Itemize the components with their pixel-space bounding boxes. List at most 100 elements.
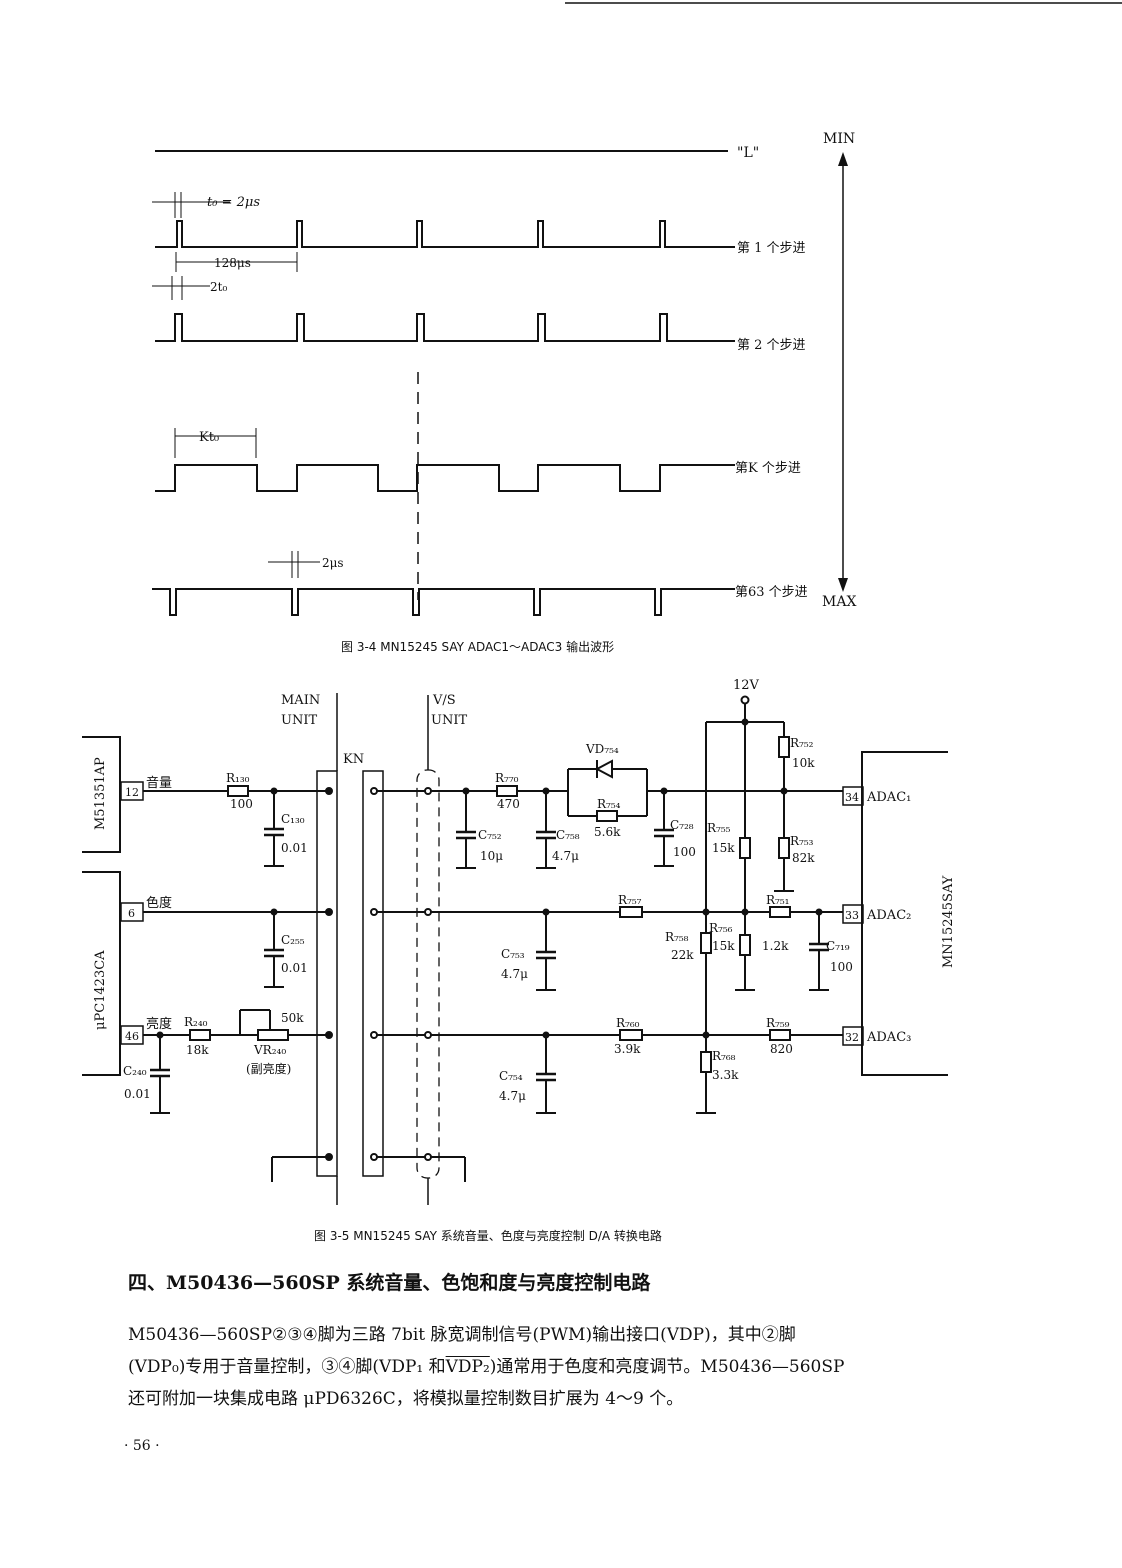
r760-value: 3.9k	[614, 1042, 641, 1056]
c130-value: 0.01	[281, 841, 308, 855]
label-step-k: 第K 个步进	[735, 461, 801, 476]
resistor-r752	[778, 736, 790, 758]
resistor-r759	[769, 1029, 791, 1041]
pin-33-box	[842, 904, 864, 924]
pin-12: 12	[125, 786, 139, 799]
label-kt0: Kt₀	[199, 430, 219, 445]
label-main: MAIN	[281, 693, 320, 708]
c752-value: 10μ	[480, 849, 503, 863]
body-text-line-2: (VDP₀)专用于音量控制，③④脚(VDP₁ 和VDP₂)通常用于色度和亮度调节…	[128, 1352, 844, 1377]
r752-value: 10k	[792, 756, 815, 770]
r759-value: 820	[770, 1042, 793, 1056]
c758-name: C₇₅₈	[556, 828, 580, 842]
pin-34-box	[842, 786, 864, 806]
c754-value: 4.7μ	[499, 1089, 526, 1103]
adac3-label: ADAC₃	[866, 1030, 911, 1045]
potentiometer-vr240	[257, 1029, 289, 1041]
c255-name: C₂₅₅	[281, 933, 305, 947]
connector-kn-left	[316, 770, 338, 1177]
ic-m51351ap-label: M51351AP	[93, 757, 108, 830]
vr240-value: 50k	[281, 1011, 304, 1025]
label-step-2: 第 2 个步进	[737, 338, 806, 353]
pin-32: 32	[845, 1031, 859, 1044]
c255-value: 0.01	[281, 961, 308, 975]
c753-name: C₇₅₃	[501, 947, 525, 961]
c758-value: 4.7μ	[552, 849, 579, 863]
waveform-step-2	[155, 313, 735, 342]
signal-brightness: 亮度	[146, 1016, 172, 1032]
ic-mn15245say-box	[861, 751, 948, 1076]
adac1-label: ADAC₁	[866, 790, 911, 805]
c130-name: C₁₃₀	[281, 812, 305, 826]
vdp2-overline: VDP₂	[445, 1357, 490, 1377]
r130-value: 100	[230, 797, 253, 811]
resistor-r768	[700, 1051, 712, 1073]
vr240-name: VR₂₄₀	[253, 1043, 286, 1057]
resistor-r753	[778, 837, 790, 859]
r752-name: R₇₅₂	[790, 736, 814, 750]
r754-value: 5.6k	[594, 825, 621, 839]
label-max: MAX	[822, 594, 856, 610]
r757-name: R₇₅₇	[618, 893, 642, 907]
r751-name: R₇₅₁	[766, 893, 789, 907]
r760-name: R₇₆₀	[616, 1016, 640, 1030]
waveform-step-63	[152, 588, 735, 616]
resistor-r240	[189, 1029, 211, 1041]
waveform-step-1	[155, 220, 735, 248]
figure-3-4-caption: 图 3-4 MN15245 SAY ADAC1～ADAC3 输出波形	[341, 639, 614, 654]
r758-value: 22k	[671, 948, 694, 962]
connector-kn-right	[362, 770, 384, 1177]
r758-name: R₇₅₈	[665, 930, 689, 944]
resistor-r760	[619, 1029, 643, 1041]
resistor-r757	[619, 906, 643, 918]
r759-name: R₇₅₉	[766, 1016, 790, 1030]
vr240-note: (副亮度)	[246, 1061, 291, 1076]
r756-value: 15k	[712, 939, 735, 953]
label-2us: 2μs	[322, 556, 344, 570]
label-step-63: 第63 个步进	[735, 585, 808, 600]
signal-volume: 音量	[146, 775, 172, 791]
resistor-r758	[700, 932, 712, 954]
label-t0: t₀ = 2μs	[207, 195, 260, 210]
c240-name: C₂₄₀	[123, 1064, 147, 1078]
c728-value: 100	[673, 845, 696, 859]
r770-value: 470	[497, 797, 520, 811]
figure-3-5-caption: 图 3-5 MN15245 SAY 系统音量、色度与亮度控制 D/A 转换电路	[314, 1228, 662, 1243]
label-step-1: 第 1 个步进	[737, 241, 806, 256]
c719-name: C₇₁₉	[826, 939, 850, 953]
r768-name: R₇₆₈	[712, 1049, 736, 1063]
r770-name: R₇₇₀	[495, 771, 519, 785]
page-number: · 56 ·	[124, 1438, 160, 1454]
label-l: "L"	[737, 145, 759, 161]
pin-6: 6	[128, 907, 135, 920]
label-main-unit: UNIT	[281, 713, 317, 728]
c754-name: C₇₅₄	[499, 1069, 523, 1083]
body-text-line-1: M50436—560SP②③④脚为三路 7bit 脉宽调制信号(PWM)输出接口…	[128, 1325, 796, 1345]
c719-value: 100	[830, 960, 853, 974]
resistor-r751	[769, 906, 791, 918]
label-128us: 128μs	[214, 256, 251, 270]
diode-vd754	[594, 759, 613, 779]
body-text-line-2a: (VDP₀)专用于音量控制，③④脚(VDP₁ 和	[128, 1357, 446, 1377]
c753-value: 4.7μ	[501, 967, 528, 981]
vd754-name: VD₇₅₄	[585, 742, 619, 756]
r240-name: R₂₄₀	[184, 1015, 208, 1029]
r754-name: R₇₅₄	[597, 797, 621, 811]
ic-mn15245say-label: MN15245SAY	[941, 875, 956, 968]
r768-value: 3.3k	[712, 1068, 739, 1082]
vs-unit-shield	[416, 769, 440, 1179]
resistor-r756	[739, 934, 751, 956]
label-kn: KN	[343, 752, 364, 767]
label-min: MIN	[823, 131, 855, 147]
ic-upc1423ca-label: μPC1423CA	[93, 950, 108, 1030]
c752-name: C₇₅₂	[478, 828, 502, 842]
r130-name: R₁₃₀	[226, 771, 250, 785]
c728-name: C₇₂₈	[670, 818, 694, 832]
r753-value: 82k	[792, 851, 815, 865]
r755-value: 15k	[712, 841, 735, 855]
signal-color: 色度	[146, 895, 172, 911]
c240-value: 0.01	[124, 1087, 151, 1101]
section-heading: 四、M50436—560SP 系统音量、色饱和度与亮度控制电路	[128, 1272, 651, 1294]
pin-33: 33	[845, 909, 859, 922]
